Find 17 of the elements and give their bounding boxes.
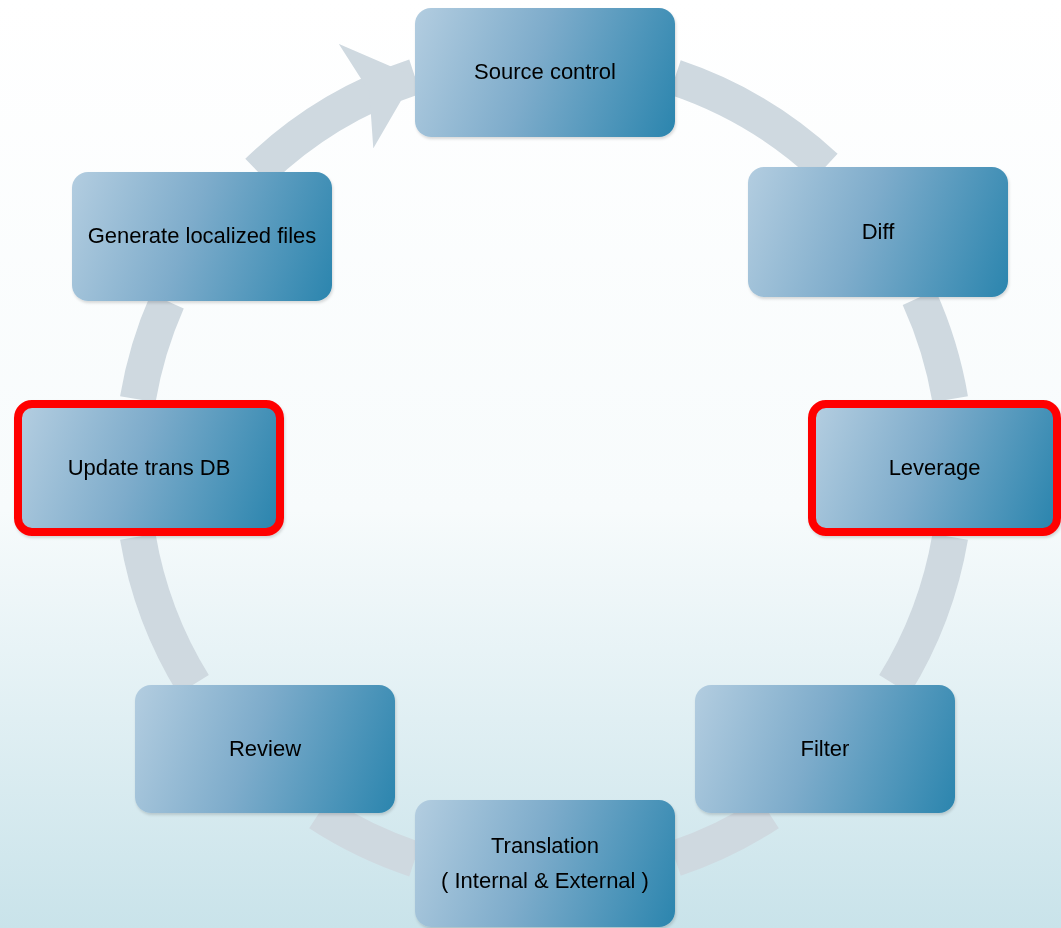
box-label: Update trans DB bbox=[67, 454, 231, 482]
box-label: Diff bbox=[861, 218, 895, 246]
box-label: Leverage bbox=[888, 454, 981, 482]
process-box bbox=[415, 8, 675, 137]
process-box bbox=[72, 172, 332, 301]
process-box bbox=[695, 685, 955, 813]
process-box bbox=[135, 685, 395, 813]
highlighted-process-box bbox=[14, 400, 284, 536]
highlighted-process-box bbox=[808, 400, 1061, 536]
box-label: ( Internal & External ) bbox=[441, 867, 649, 894]
box-label: Generate localized files bbox=[87, 223, 317, 250]
process-box bbox=[748, 167, 1008, 297]
box-label: Source control bbox=[474, 59, 616, 86]
box-label: Translation bbox=[491, 833, 599, 860]
process-box bbox=[415, 800, 675, 927]
box-label: Filter bbox=[800, 735, 850, 763]
box-label: Review bbox=[228, 735, 302, 763]
